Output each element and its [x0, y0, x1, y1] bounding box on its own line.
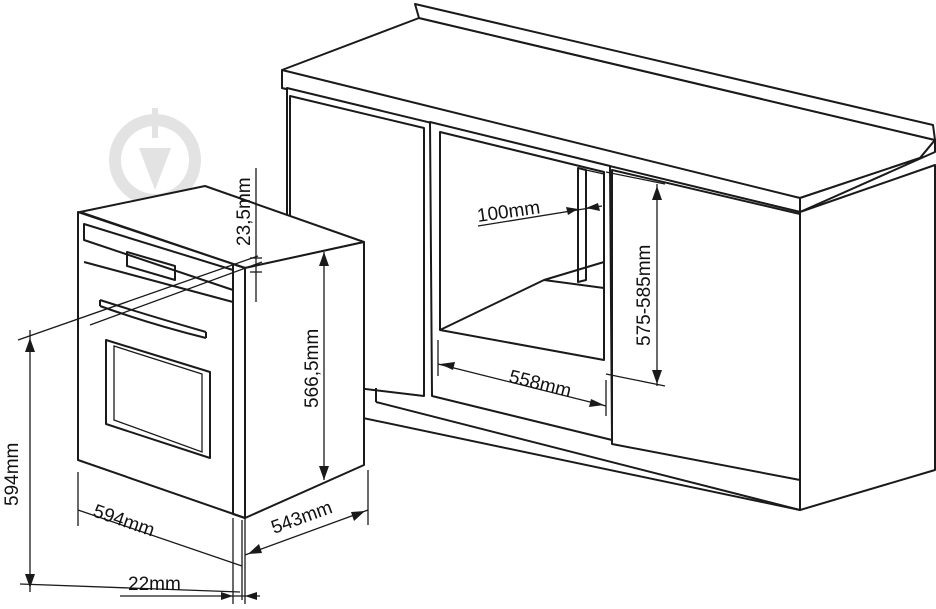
label-oven-top-gap: 23,5mm [234, 177, 255, 246]
kitchen-cabinet [281, 3, 936, 511]
label-oven-height-body: 566,5mm [302, 329, 323, 408]
label-niche-height: 575-585mm [634, 245, 655, 346]
dimension-lines [17, 168, 666, 604]
label-front-thickness: 22mm [128, 574, 181, 595]
oven-appliance [77, 185, 365, 519]
label-oven-width: 594mm [90, 501, 157, 541]
label-oven-height-front: 594mm [2, 443, 23, 506]
watermark-logo-icon [109, 108, 201, 206]
